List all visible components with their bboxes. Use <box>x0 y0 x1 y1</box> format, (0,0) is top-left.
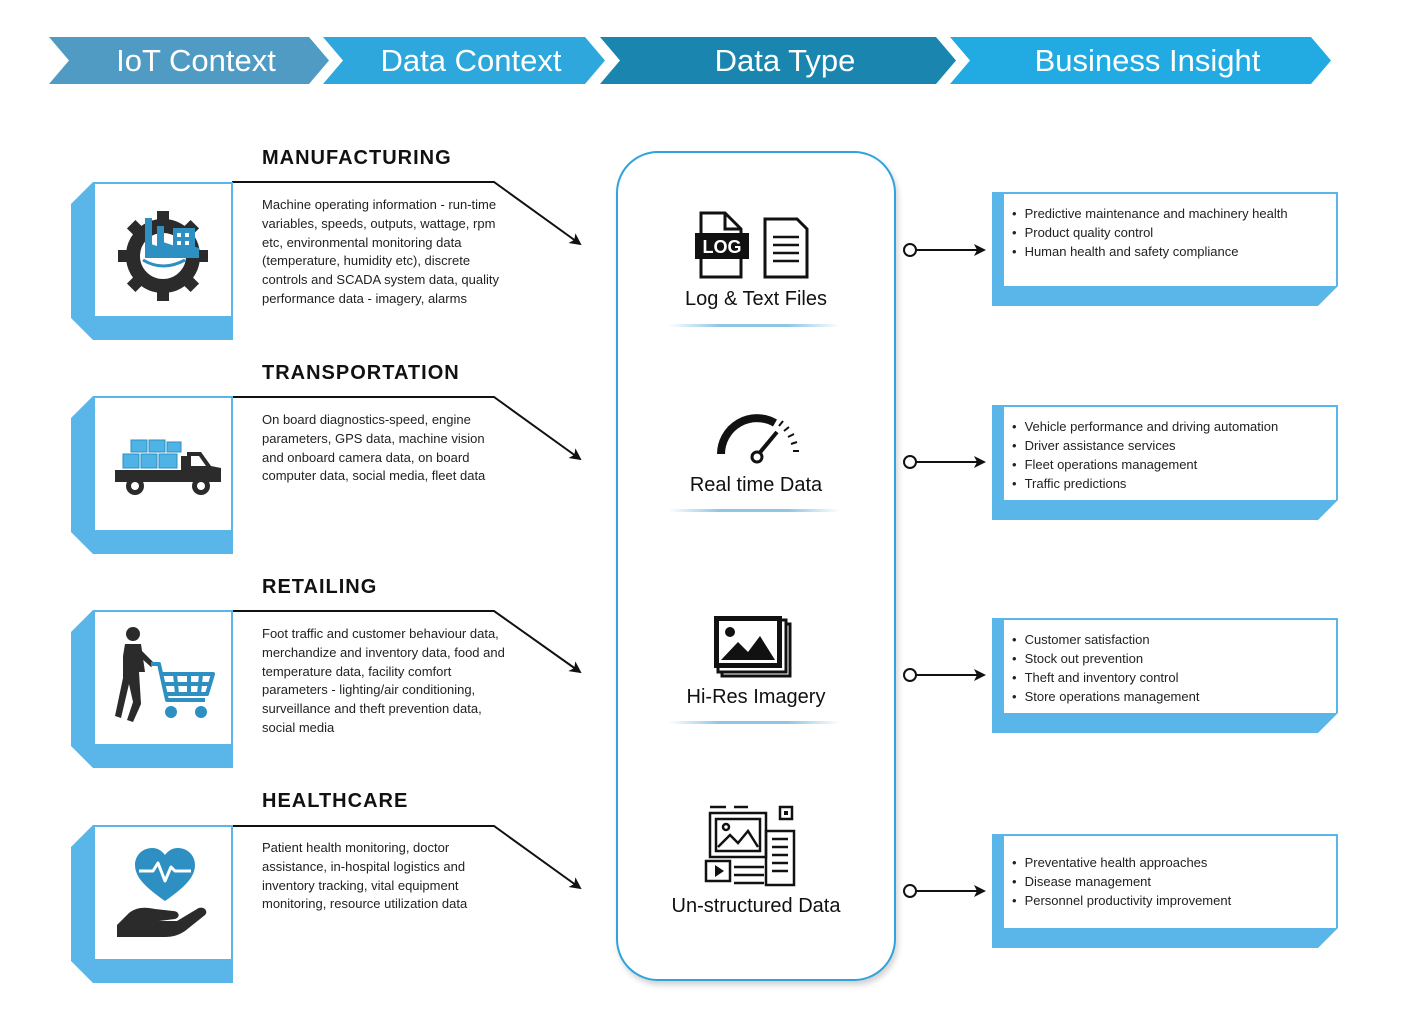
divider-line <box>668 324 840 327</box>
insight-item: Personnel productivity improvement <box>1012 891 1336 910</box>
speedometer-icon <box>717 414 799 464</box>
insight-connector-2 <box>903 455 986 469</box>
manufacturing-card <box>71 182 233 340</box>
unstructured-media-icon <box>704 805 796 887</box>
data-type-label-imagery: Hi-Res Imagery <box>686 686 826 708</box>
data-type-label-realtime: Real time Data <box>689 474 823 496</box>
retailing-card <box>71 610 233 768</box>
healthcare-card <box>71 825 233 983</box>
factory-gear-icon <box>118 211 208 301</box>
insight-item: Disease management <box>1012 872 1336 891</box>
insight-item: Theft and inventory control <box>1012 668 1336 687</box>
header-iot-context: IoT Context <box>49 37 329 84</box>
insight-list: Customer satisfaction Stock out preventi… <box>1004 620 1336 706</box>
header-business-insight: Business Insight <box>950 37 1331 84</box>
insight-box-manufacturing: Predictive maintenance and machinery hea… <box>992 192 1338 306</box>
insight-box-retailing: Customer satisfaction Stock out preventi… <box>992 618 1338 733</box>
insight-connector-1 <box>903 243 986 257</box>
insight-box-healthcare: Preventative health approaches Disease m… <box>992 834 1338 948</box>
divider-line <box>668 721 840 724</box>
insight-item: Vehicle performance and driving automati… <box>1012 417 1336 436</box>
insight-item: Product quality control <box>1012 223 1336 242</box>
sector-desc-healthcare: Patient health monitoring, doctor assist… <box>262 840 468 912</box>
insight-item: Stock out prevention <box>1012 649 1336 668</box>
divider-line <box>668 509 840 512</box>
sector-title-healthcare: HEALTHCARE <box>262 790 409 812</box>
sector-title-manufacturing: MANUFACTURING <box>262 147 452 169</box>
insight-list: Preventative health approaches Disease m… <box>1004 836 1336 910</box>
header-data-context: Data Context <box>323 37 605 84</box>
insight-item: Driver assistance services <box>1012 436 1336 455</box>
log-file-icon: LOG <box>695 211 809 279</box>
insight-item: Human health and safety compliance <box>1012 242 1336 261</box>
insight-item: Predictive maintenance and machinery hea… <box>1012 204 1336 223</box>
insight-box-transportation: Vehicle performance and driving automati… <box>992 405 1338 520</box>
insight-item: Customer satisfaction <box>1012 630 1336 649</box>
svg-text:LOG: LOG <box>703 237 742 257</box>
insight-item: Store operations management <box>1012 687 1336 706</box>
insight-item: Preventative health approaches <box>1012 853 1336 872</box>
shopping-cart-person-icon <box>115 627 215 722</box>
sector-desc-transportation: On board diagnostics-speed, engine param… <box>262 412 486 484</box>
heart-hand-icon <box>117 848 207 937</box>
insight-list: Vehicle performance and driving automati… <box>1004 407 1336 493</box>
sector-title-retailing: RETAILING <box>262 576 378 598</box>
insight-item: Fleet operations management <box>1012 455 1336 474</box>
insight-connector-3 <box>903 668 986 682</box>
insight-item: Traffic predictions <box>1012 474 1336 493</box>
sector-desc-manufacturing: Machine operating information - run-time… <box>262 197 500 306</box>
sector-title-transportation: TRANSPORTATION <box>262 362 460 384</box>
sector-desc-retailing: Foot traffic and customer behaviour data… <box>262 626 505 735</box>
delivery-truck-icon <box>115 439 221 495</box>
insight-list: Predictive maintenance and machinery hea… <box>1004 194 1336 261</box>
insight-connector-4 <box>903 884 986 898</box>
data-type-label-unstructured: Un-structured Data <box>671 895 841 917</box>
data-type-label-log: Log & Text Files <box>685 288 827 310</box>
header-data-type: Data Type <box>600 37 956 84</box>
transportation-card <box>71 396 233 554</box>
image-stack-icon <box>714 616 792 678</box>
